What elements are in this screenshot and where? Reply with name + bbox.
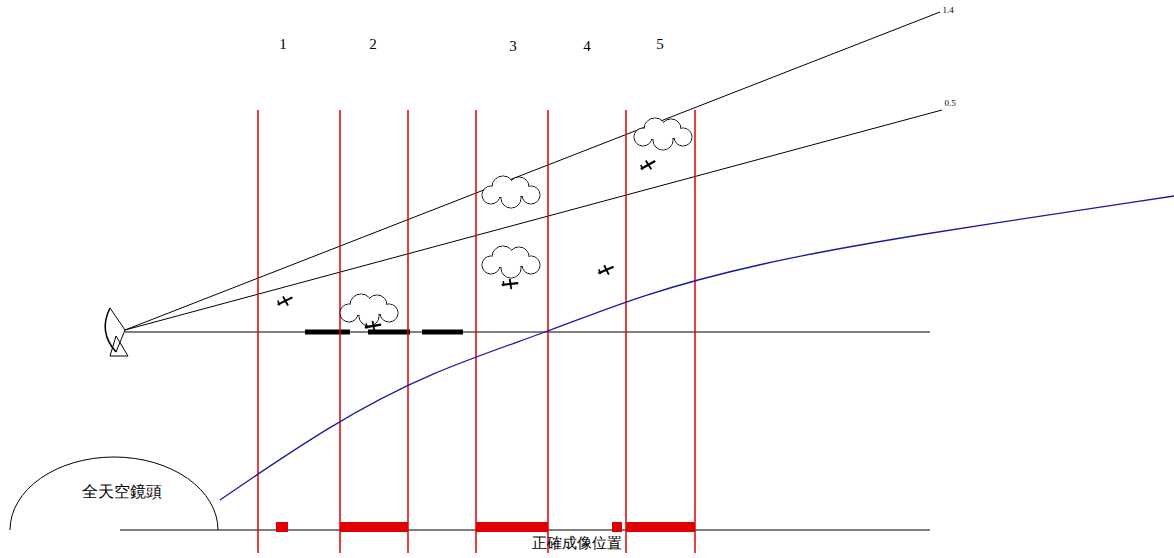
beam-line — [125, 110, 942, 330]
image-block — [276, 522, 288, 532]
mapping-curve — [220, 196, 1174, 500]
lens-dome: 全天空鏡頭 — [10, 456, 234, 531]
image-block — [476, 522, 548, 532]
plane-symbol — [639, 158, 657, 172]
column-line — [339, 110, 341, 553]
image-block — [340, 522, 408, 532]
ground-line — [125, 332, 930, 333]
column-number: 5 — [656, 36, 664, 53]
cloud-symbol — [340, 294, 398, 326]
radar-stand — [110, 336, 128, 356]
plane-symbol — [276, 294, 294, 307]
column-number: 3 — [509, 38, 517, 55]
plane-symbol — [501, 278, 518, 290]
caption-text: 正確成像位置 — [532, 535, 622, 552]
elevation-label: 0.5 — [944, 98, 955, 108]
column-number: 1 — [279, 36, 287, 53]
radar-dish — [110, 308, 125, 352]
range-dash — [305, 330, 350, 335]
column-number: 4 — [583, 38, 591, 55]
column-line — [694, 110, 696, 553]
column-line — [407, 110, 409, 553]
column-line — [475, 110, 477, 553]
cloud-symbol — [482, 176, 540, 208]
image-block — [626, 522, 695, 532]
cloud-symbol — [482, 246, 540, 278]
elevation-label: 1.4 — [942, 5, 953, 15]
lens-label: 全天空鏡頭 — [10, 482, 234, 503]
cloud-symbol — [634, 118, 692, 150]
column-line — [625, 110, 627, 553]
range-dash — [422, 330, 463, 335]
column-line — [257, 110, 259, 553]
plane-symbol — [597, 264, 614, 277]
beam-line — [125, 12, 940, 330]
image-block — [612, 522, 622, 532]
column-number: 2 — [369, 36, 377, 53]
plane-symbol — [365, 320, 382, 331]
